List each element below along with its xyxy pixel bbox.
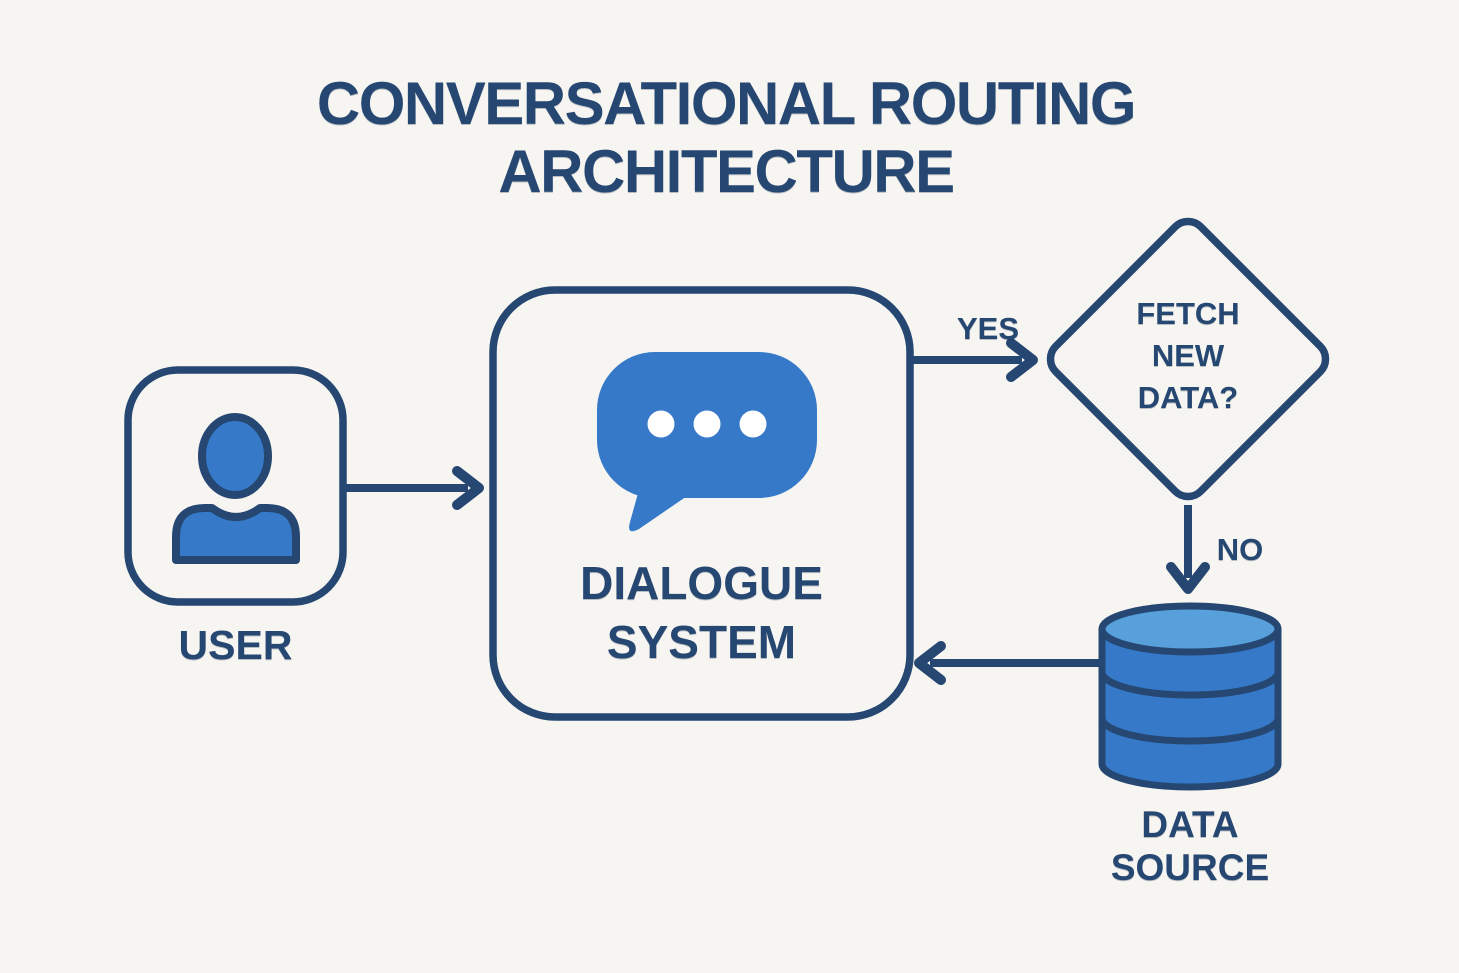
diagram-title: CONVERSATIONAL ROUTING ARCHITECTURE	[0, 70, 1452, 206]
chat-dot-1	[647, 410, 675, 438]
dialogue-system-label-line-1: DIALOGUE	[580, 557, 823, 609]
database-top	[1098, 602, 1282, 656]
fetch-decision-label: FETCH NEW DATA?	[1088, 293, 1288, 419]
data-source-label: DATA SOURCE	[1090, 803, 1290, 889]
arrow-left-head-icon	[914, 641, 946, 685]
arrow-user-to-dialogue	[345, 466, 484, 510]
person-icon	[172, 413, 300, 564]
arrow-dialogue-to-decision	[912, 338, 1038, 382]
fetch-decision-label-line-1: FETCH	[1136, 296, 1240, 331]
database-band-2	[1098, 717, 1282, 745]
chat-dot-2	[693, 410, 721, 438]
arrow-datasource-to-dialogue	[914, 641, 1102, 685]
edge-label-no: NO	[1216, 532, 1264, 567]
person-shoulders	[172, 504, 300, 564]
fetch-decision-label-line-2: NEW	[1151, 338, 1225, 373]
chat-dot-3	[739, 410, 767, 438]
title-line-2: ARCHITECTURE	[498, 138, 955, 205]
chat-bubble-icon	[597, 352, 817, 532]
fetch-decision-label-line-3: DATA?	[1137, 380, 1239, 415]
edge-label-yes: YES	[956, 311, 1020, 346]
database-body	[1098, 625, 1282, 791]
arrow-decision-to-datasource	[1166, 505, 1210, 594]
arrow-right-head-icon	[452, 466, 484, 510]
fetch-decision-diamond	[1046, 217, 1330, 501]
dialogue-system-label: DIALOGUE SYSTEM	[493, 554, 910, 672]
title-line-1: CONVERSATIONAL ROUTING	[316, 70, 1137, 137]
data-source-label-line-2: SOURCE	[1110, 847, 1270, 888]
arrow-right-head-icon	[1006, 338, 1038, 382]
person-head	[198, 413, 272, 499]
dialogue-system-label-line-2: SYSTEM	[606, 616, 797, 668]
data-source-label-line-1: DATA	[1141, 804, 1239, 845]
database-icon	[1098, 602, 1282, 791]
database-band-1	[1098, 671, 1282, 699]
arrow-down-head-icon	[1166, 562, 1210, 594]
user-label: USER	[178, 622, 293, 668]
